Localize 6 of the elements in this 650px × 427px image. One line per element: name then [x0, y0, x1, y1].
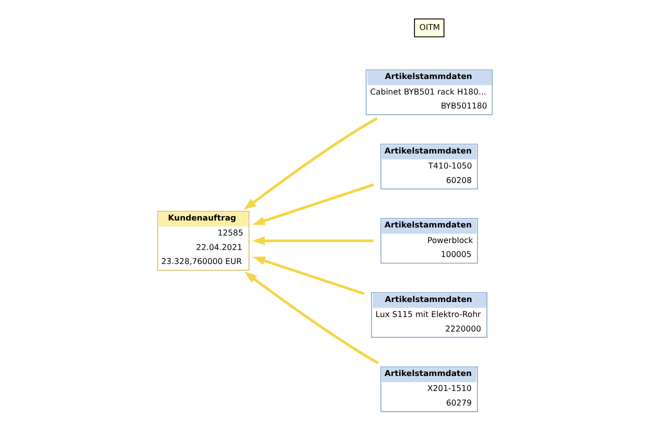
arrow [252, 256, 365, 296]
arrow [244, 272, 379, 364]
label: OITM [419, 22, 440, 32]
arrow [252, 183, 374, 226]
arrow [244, 117, 378, 210]
arrow [252, 236, 374, 246]
